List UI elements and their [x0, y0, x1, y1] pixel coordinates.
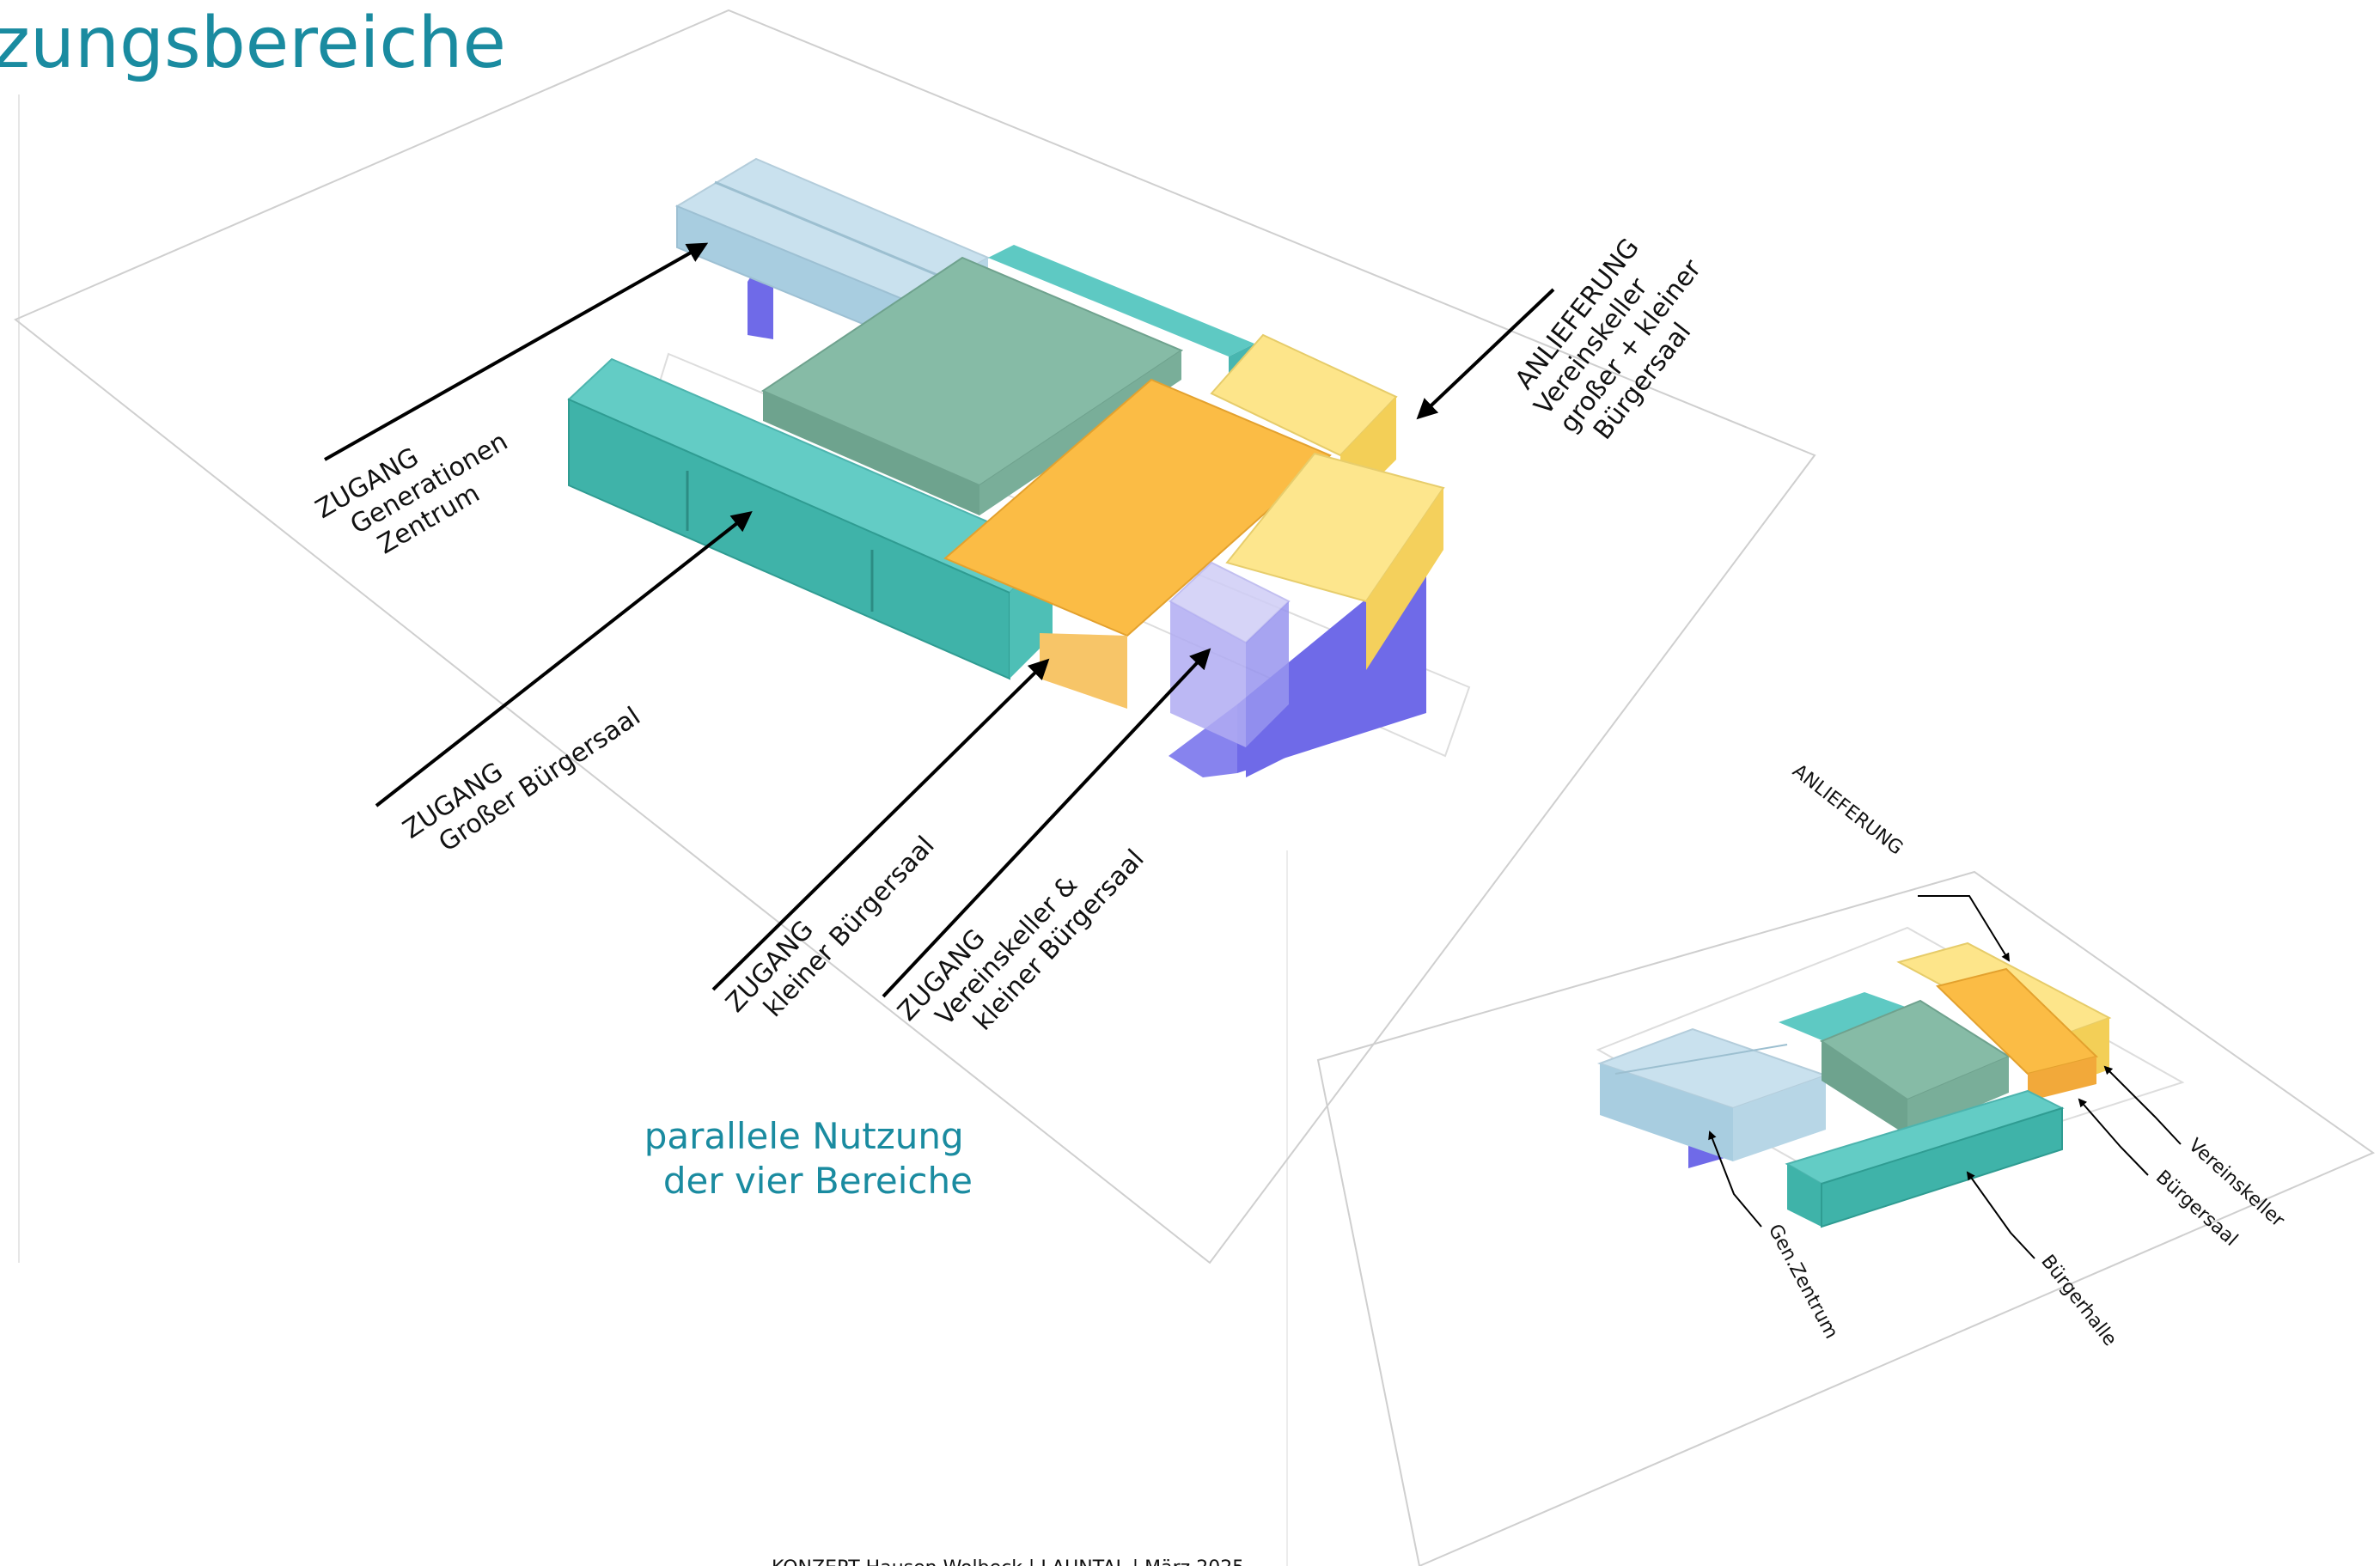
- small-label-gen-zentrum: Gen.Zentrum: [1764, 1221, 1842, 1343]
- label-anlieferung: ANLIEFERUNG Vereinskeller großer + klein…: [1504, 210, 1737, 459]
- label-zugang-grosser: ZUGANG Großer Bürgersaal: [398, 676, 646, 871]
- buergerhalle-block: [760, 256, 1184, 515]
- caption-parallele-nutzung: parallele Nutzung der vier Bereiche: [644, 1115, 975, 1202]
- label-zugang-verein: ZUGANG Vereinskeller & kleiner Bürgersaa…: [892, 801, 1150, 1069]
- page-footer: KONZEPT Hausen Wolbeck | LAUNTAL | März …: [772, 1557, 1244, 1566]
- arrow-zugang-grosser: [375, 511, 753, 807]
- small-arrow-vereinskeller: [2103, 1065, 2182, 1145]
- small-orange-block: [1936, 967, 2098, 1101]
- small-arrow-buergersaal: [2078, 1098, 2149, 1176]
- kleiner-buergersaal-block: [943, 378, 1332, 709]
- main-arrows: [324, 242, 1555, 998]
- small-arrows: [1708, 895, 2182, 1259]
- small-label-buergerhalle: Bürgerhalle: [2036, 1251, 2121, 1350]
- small-arrow-buergerhalle: [1966, 1171, 2035, 1259]
- arrow-zugang-kleiner: [711, 658, 1050, 991]
- label-zugang-generationen: ZUGANG Generationen Zentrum: [311, 395, 536, 578]
- arrow-zugang-verein: [882, 648, 1211, 998]
- arrow-anlieferung: [1416, 288, 1555, 420]
- small-arrow-gen-zentrum: [1708, 1130, 1762, 1228]
- small-arrow-anlieferung: [1918, 895, 2011, 962]
- arrow-zugang-generationen: [324, 242, 709, 461]
- small-teal-back-block: [1779, 992, 1925, 1044]
- small-teal-front-block: [1785, 1089, 2065, 1228]
- vereinskeller-glass-block: [1169, 561, 1291, 777]
- yellow-front-block: [1225, 452, 1445, 670]
- small-label-anlieferung: ANLIEFERUNG: [1788, 760, 1907, 860]
- page-title: zungsbereiche: [0, 3, 506, 84]
